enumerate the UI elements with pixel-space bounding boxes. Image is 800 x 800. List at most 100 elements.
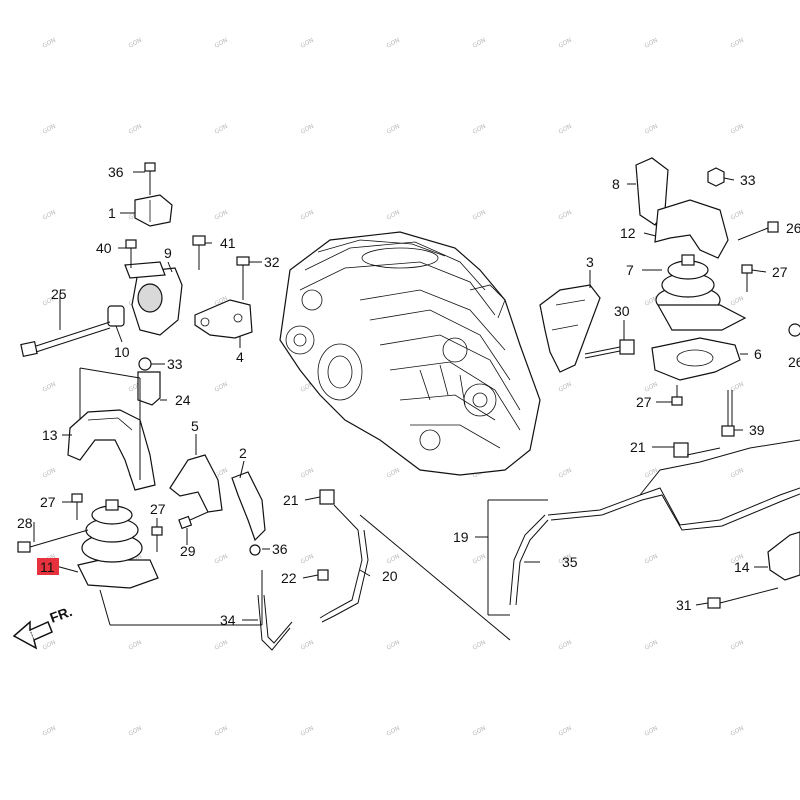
watermark-text: GON [42,123,58,136]
watermark-text: GON [214,381,230,394]
callout-31: 31 [676,597,692,613]
watermark-text: GON [300,553,316,566]
watermark-text: GON [300,467,316,480]
callout-11: 11 [40,559,55,575]
clip-21-left [319,489,335,505]
front-direction-arrow: FR. [12,603,75,650]
hose-20 [319,529,369,623]
watermark-text: GON [472,209,488,222]
callout-35: 35 [562,554,578,570]
watermark-text: GON [42,381,58,394]
watermark-text: GON [42,467,58,480]
watermark-text: GON [644,37,660,50]
callout-33-left: 33 [167,356,183,372]
bolt-27-right-top [741,264,753,292]
callout-5: 5 [191,418,199,434]
callout-12: 12 [620,225,636,241]
callout-14: 14 [734,559,750,575]
watermark-text: GON [730,725,746,738]
callout-9: 9 [164,245,172,261]
bracket-3 [539,284,601,373]
bracket-5 [169,454,223,513]
watermark-text: GON [644,123,660,136]
bolt-36-bottom [249,544,261,556]
bolt-36-top [144,162,156,195]
watermark-text: GON [300,209,316,222]
bolt-27-left-a [71,493,83,520]
watermark-text: GON [558,37,574,50]
watermark-text: GON [730,209,746,222]
watermark-text: GON [386,467,402,480]
watermark-text: GON [730,467,746,480]
watermark-text: GON [730,123,746,136]
callout-26-bottom: 26 [788,354,800,370]
watermark-text: GON [300,725,316,738]
engine-assembly [279,231,541,476]
watermark-text: GON [300,639,316,652]
mount-1 [134,194,173,227]
watermark-text: GON [128,37,144,50]
callout-39: 39 [749,422,765,438]
callout-29: 29 [180,543,196,559]
callout-11-highlight [37,558,59,575]
leader-lines [33,171,768,641]
callout-3: 3 [586,254,594,270]
callout-34: 34 [220,612,236,628]
callout-36-bottom: 36 [272,541,288,557]
watermark-text: GON [558,725,574,738]
watermark-text: GON [644,725,660,738]
watermark-text: GON [558,639,574,652]
watermark-text: GON [214,209,230,222]
watermark-text: GON [558,467,574,480]
watermark-text: GON [386,725,402,738]
watermark-text: GON [558,123,574,136]
watermark-text: GON [42,209,58,222]
watermark-text: GON [128,639,144,652]
callout-20: 20 [382,568,398,584]
callout-8: 8 [612,176,620,192]
watermark-text: GON [214,639,230,652]
callout-41: 41 [220,235,236,251]
callout-1: 1 [108,205,116,221]
bracket-12 [654,199,729,259]
watermark-text: GON [644,381,660,394]
bolt-27-left-b [151,526,163,552]
watermark-text: GON [386,553,402,566]
callout-13: 13 [42,427,58,443]
callout-10: 10 [114,344,130,360]
watermark-text: GON [214,37,230,50]
bracket-2 [231,471,266,542]
bolt-39 [721,390,735,437]
bolt-32 [236,256,250,300]
watermark-text: GON [42,37,58,50]
bolt-30 [584,339,635,359]
bolt-31 [707,587,779,609]
nut-33-right [707,167,725,187]
stopper-13 [67,409,156,491]
watermark-text: GON [644,467,660,480]
bolt-25 [20,321,111,358]
watermark-text: GON [472,725,488,738]
engine-mount-11 [77,499,159,589]
watermark-text: GON [730,295,746,308]
callout-26-top: 26 [786,220,800,236]
watermark-text: GON [472,553,488,566]
bracket-14 [767,531,800,581]
bolt-27-right-bottom [671,385,683,406]
front-direction-label: FR. [48,603,75,626]
bolt-29 [178,511,209,530]
watermark-text: GON [558,381,574,394]
callout-4: 4 [236,349,244,365]
watermark-text: GON [214,725,230,738]
callout-7: 7 [626,262,634,278]
callout-27-right-bottom: 27 [636,394,652,410]
bracket-4 [194,299,253,339]
callout-28: 28 [17,515,33,531]
watermark-text: GON [472,639,488,652]
callout-labels: 36 1 40 9 41 32 25 10 4 33 24 13 5 2 27 … [17,164,800,628]
bolt-26-top [737,221,779,241]
watermark-text: GON [730,37,746,50]
callout-24: 24 [175,392,191,408]
bolt-26-bottom [788,323,800,337]
bushing-10 [107,305,125,327]
